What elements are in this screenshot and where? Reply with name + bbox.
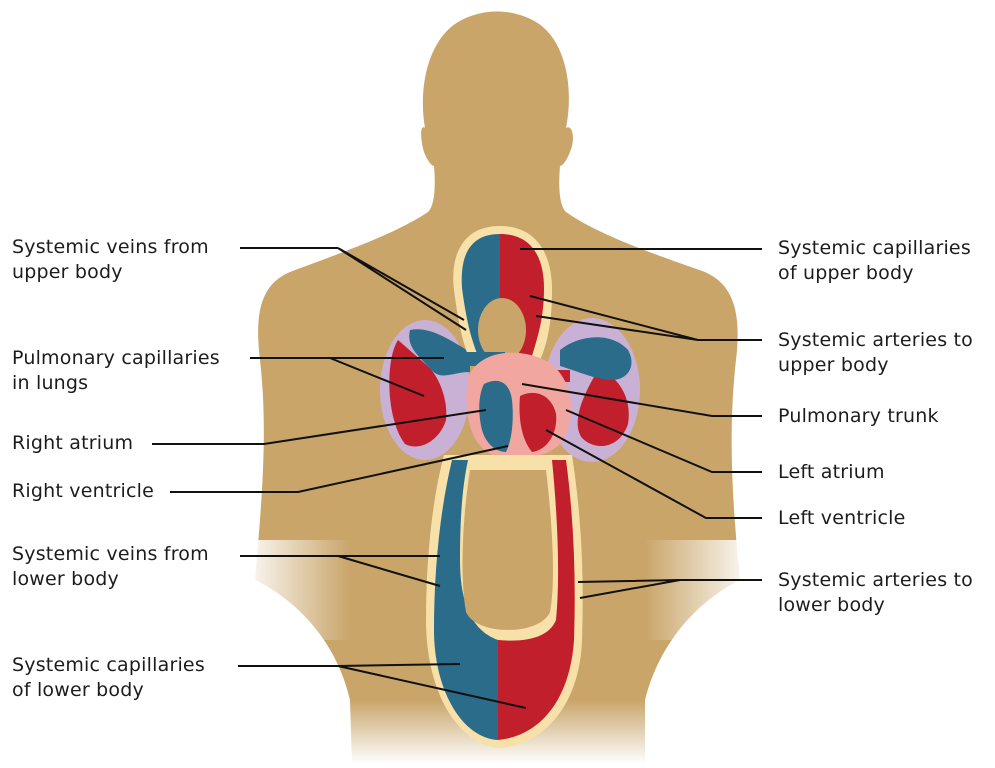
- label-systemic-capillaries-upper: Systemic capillaries of upper body: [778, 236, 971, 286]
- label-systemic-veins-lower: Systemic veins from lower body: [12, 542, 209, 592]
- label-systemic-arteries-lower: Systemic arteries to lower body: [778, 568, 973, 618]
- label-right-atrium: Right atrium: [12, 431, 133, 456]
- label-systemic-arteries-upper: Systemic arteries to upper body: [778, 328, 973, 378]
- label-systemic-veins-upper: Systemic veins from upper body: [12, 235, 209, 285]
- label-left-atrium: Left atrium: [778, 460, 885, 485]
- label-systemic-capillaries-lower: Systemic capillaries of lower body: [12, 653, 205, 703]
- label-pulmonary-capillaries: Pulmonary capillaries in lungs: [12, 346, 220, 396]
- label-right-ventricle: Right ventricle: [12, 479, 154, 504]
- lower-loop-hole: [463, 470, 553, 630]
- label-left-ventricle: Left ventricle: [778, 506, 906, 531]
- arm-fade-right: [645, 540, 755, 640]
- label-pulmonary-trunk: Pulmonary trunk: [778, 404, 939, 429]
